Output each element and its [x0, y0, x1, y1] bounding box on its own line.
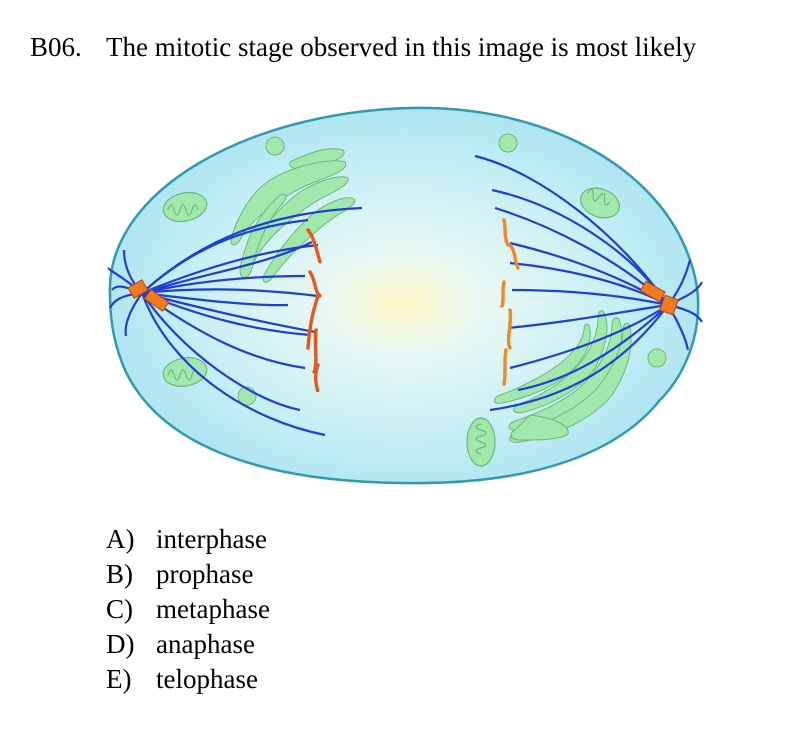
mitochondrion [580, 187, 620, 219]
choice-text: metaphase [156, 594, 270, 624]
vesicle [498, 133, 518, 153]
choice-a[interactable]: A) interphase [106, 522, 270, 557]
choice-text: telophase [156, 664, 258, 694]
left-centrosome [127, 279, 170, 312]
choice-text: prophase [156, 559, 254, 589]
question-number: B06. [30, 32, 82, 62]
choice-e[interactable]: E) telophase [106, 662, 270, 697]
choice-letter: E) [106, 664, 132, 694]
choice-letter: C) [106, 594, 133, 624]
choice-b[interactable]: B) prophase [106, 557, 270, 592]
right-centrosome [639, 280, 679, 316]
question-text: The mitotic stage observed in this image… [106, 32, 697, 62]
mitochondrion [466, 417, 496, 467]
vesicle [265, 136, 285, 156]
right-chromatids [500, 218, 520, 386]
mitochondrion [162, 357, 208, 387]
vesicle [647, 348, 667, 368]
mitochondrion [162, 191, 208, 223]
choice-d[interactable]: D) anaphase [106, 627, 270, 662]
choice-letter: B) [106, 559, 133, 589]
left-chromatids [306, 228, 322, 394]
choice-c[interactable]: C) metaphase [106, 592, 270, 627]
choice-letter: D) [106, 629, 135, 659]
choice-letter: A) [106, 524, 135, 554]
answer-choices: A) interphase B) prophase C) metaphase D… [106, 522, 270, 697]
dividing-cell-diagram [107, 106, 703, 485]
choice-text: interphase [156, 524, 267, 554]
choice-text: anaphase [156, 629, 255, 659]
